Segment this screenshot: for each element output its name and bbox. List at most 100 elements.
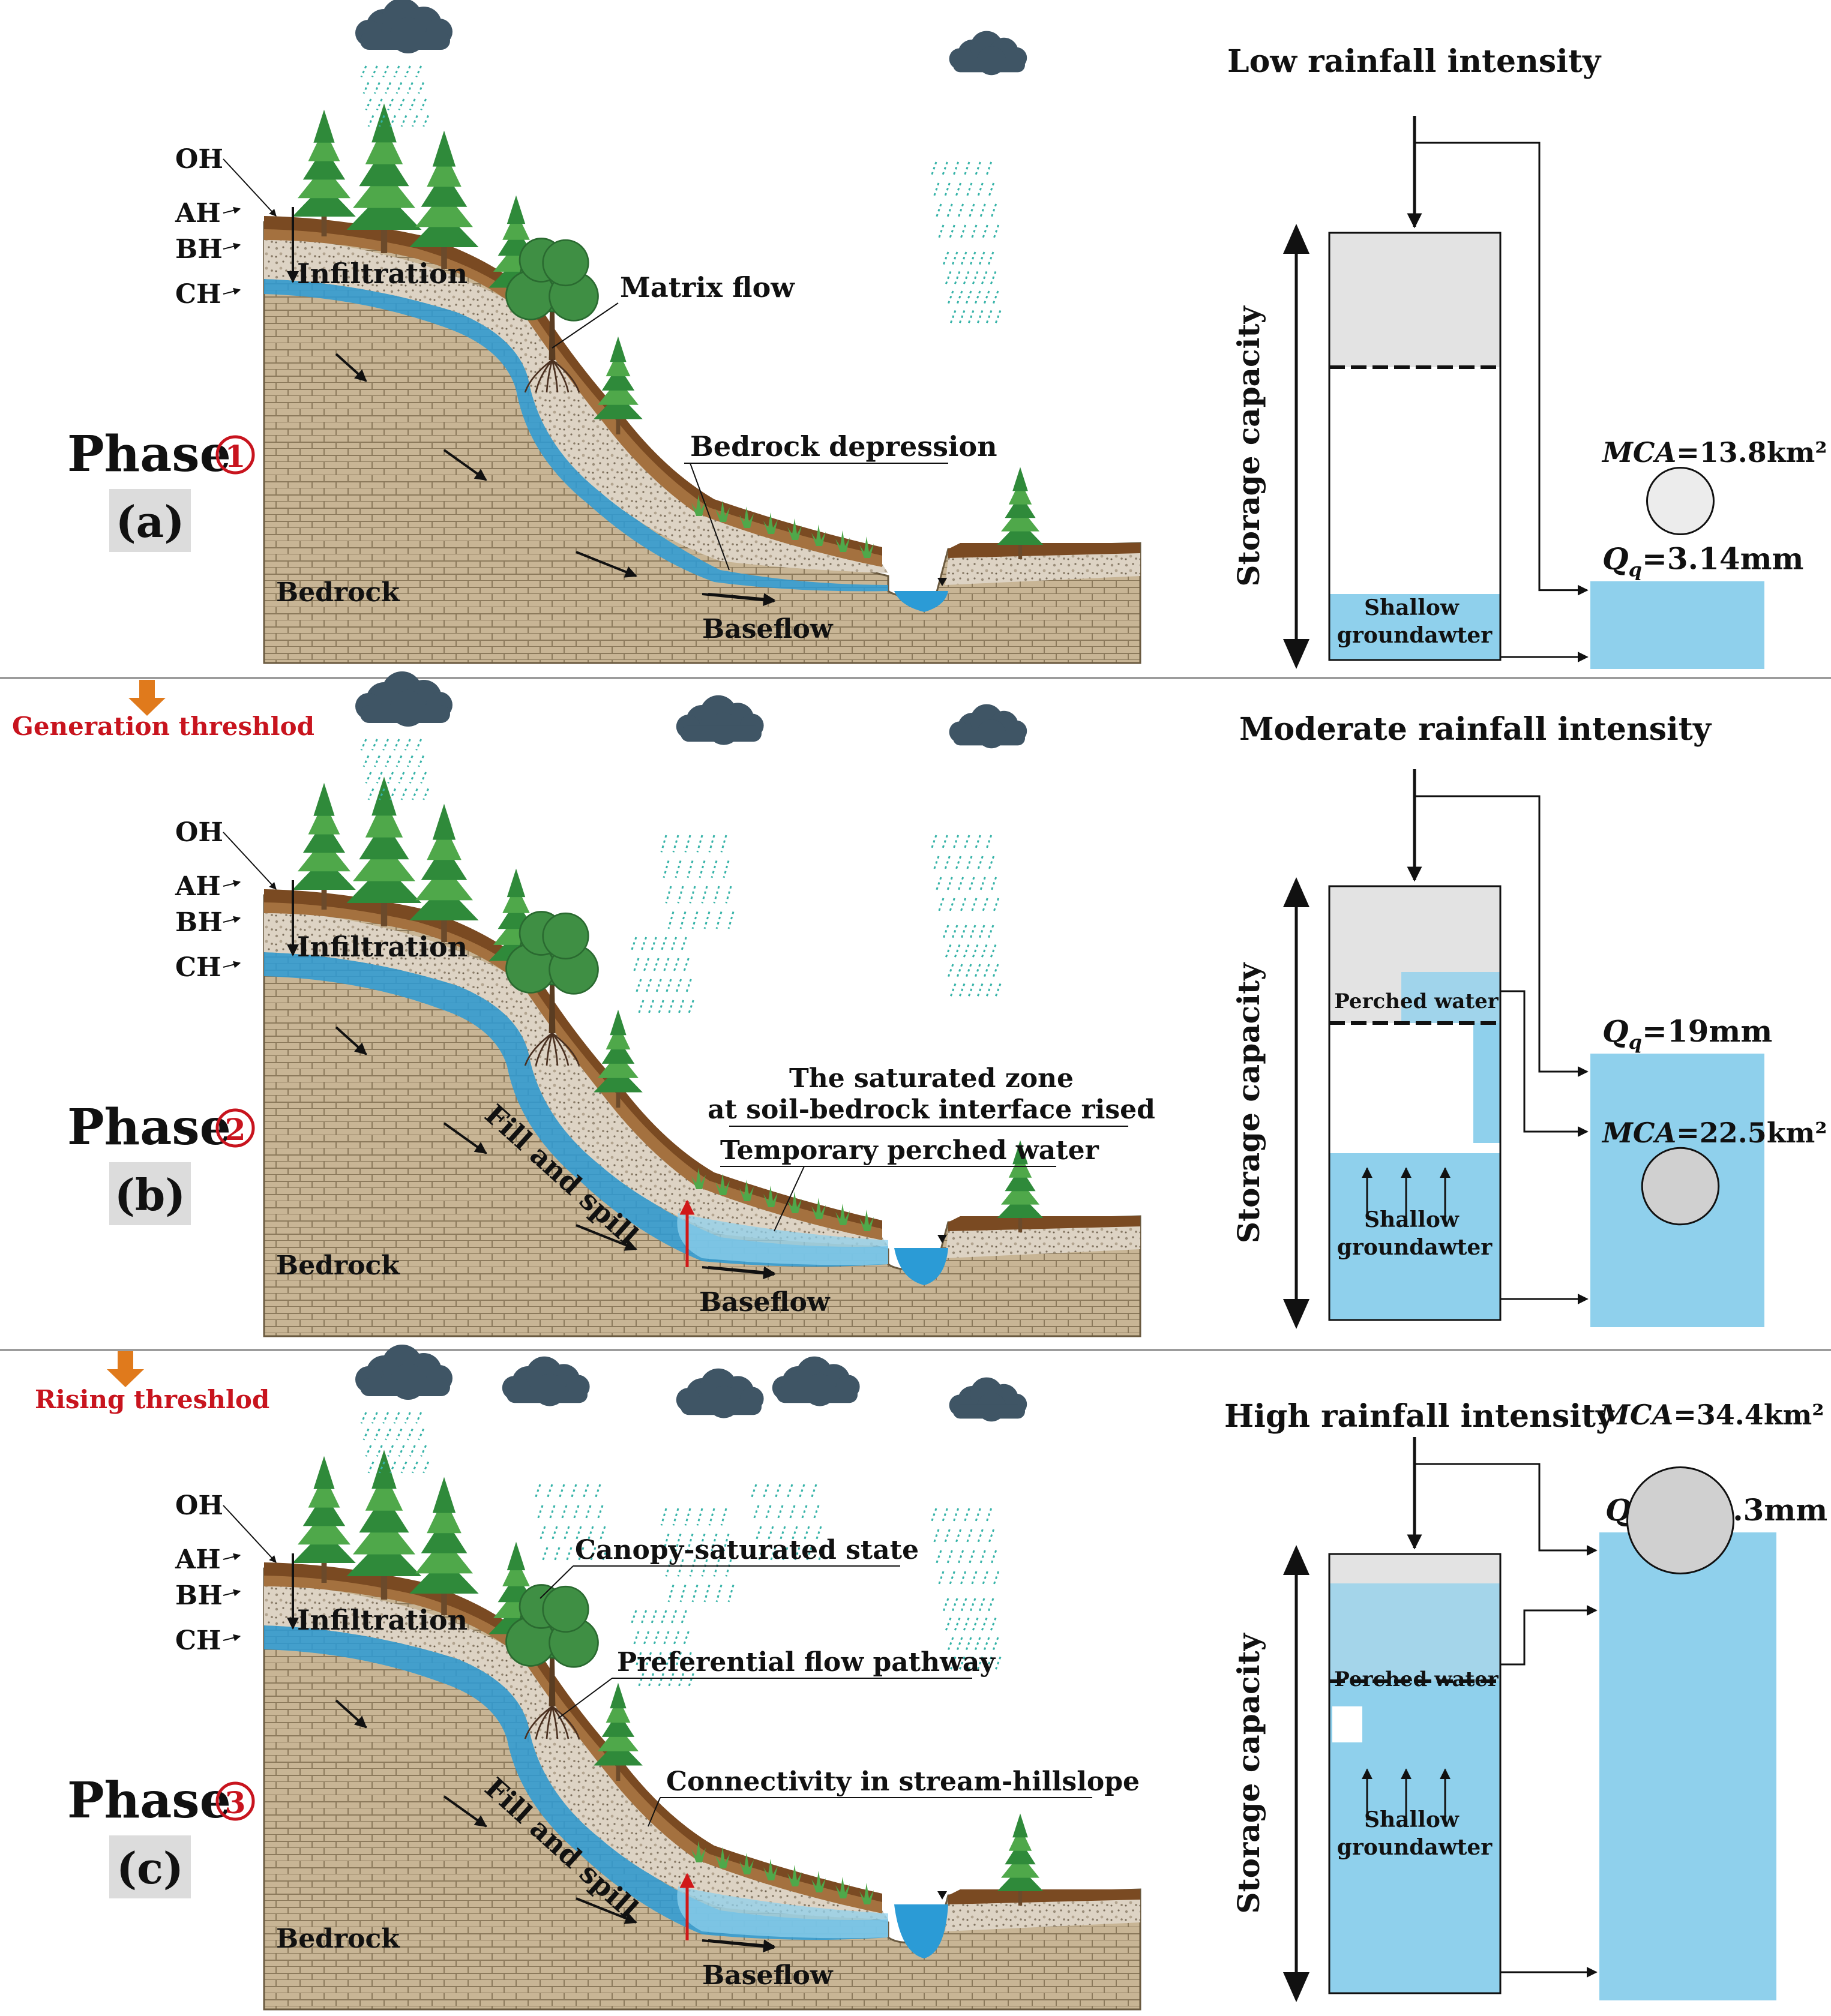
arrow-down-icon bbox=[1283, 1299, 1309, 1329]
tree-root bbox=[552, 1032, 580, 1066]
tree-tier bbox=[365, 1471, 403, 1511]
rain-drop bbox=[967, 310, 975, 324]
rain-drop bbox=[652, 958, 660, 973]
rain-drop bbox=[966, 182, 973, 197]
rain-drop bbox=[988, 1529, 995, 1544]
rain-drop bbox=[420, 1445, 427, 1457]
rainfall-intensity-title: High rainfall intensity bbox=[1224, 1398, 1615, 1435]
rain-icon bbox=[942, 925, 1002, 997]
rain-drop bbox=[978, 925, 985, 939]
rain-drop bbox=[411, 115, 418, 127]
storage-capacity-group: Storage capacity bbox=[1231, 305, 1266, 586]
rain-drop bbox=[955, 856, 962, 871]
rain-drop bbox=[650, 937, 657, 952]
rain-drop bbox=[954, 944, 961, 958]
perched-outflow-path bbox=[1500, 1605, 1598, 1666]
shallow-groundwater-label-2: groundawter bbox=[1337, 623, 1493, 648]
rain-drop bbox=[687, 1673, 694, 1688]
tree-tier bbox=[353, 169, 415, 208]
grass-icon bbox=[811, 524, 826, 546]
rain-drop bbox=[652, 1631, 660, 1646]
baseflow-arrow bbox=[702, 1939, 775, 1953]
rain-drop bbox=[657, 1000, 664, 1015]
horizon-label-oh: OH bbox=[175, 144, 223, 175]
rain-drop bbox=[974, 835, 981, 850]
rain-drop bbox=[680, 937, 687, 952]
arrow-down-icon bbox=[1283, 1972, 1309, 2002]
phase-label: Phase bbox=[67, 1099, 231, 1156]
grass-icon bbox=[739, 1853, 754, 1874]
flow-arrow bbox=[443, 449, 487, 481]
rain-drop bbox=[943, 182, 951, 197]
tree-tier bbox=[353, 1515, 415, 1555]
right-bank-gravel bbox=[945, 553, 1140, 585]
tree-tier bbox=[1012, 1813, 1028, 1838]
rain-drop bbox=[585, 1505, 592, 1520]
tree-tier bbox=[1005, 1840, 1036, 1865]
tree-root bbox=[551, 359, 559, 393]
rain-drop bbox=[949, 983, 957, 997]
tree-tier bbox=[507, 195, 526, 224]
rain-drop bbox=[979, 1550, 986, 1565]
tree-root bbox=[546, 1033, 553, 1066]
cloud-base bbox=[777, 1387, 858, 1403]
rain-drop bbox=[420, 98, 427, 110]
rain-drop bbox=[976, 1529, 984, 1544]
rain-drop bbox=[957, 877, 964, 892]
rain-drop bbox=[968, 877, 975, 892]
rain-icon bbox=[534, 1484, 609, 1562]
q-symbol: Q bbox=[1602, 1013, 1629, 1049]
mca-label: MCA=34.4km² bbox=[1598, 1399, 1824, 1431]
rain-drop bbox=[762, 1484, 769, 1499]
rain-drop bbox=[817, 1547, 825, 1562]
rain-drop bbox=[422, 1461, 430, 1474]
rain-drop bbox=[537, 1505, 544, 1520]
rain-drop bbox=[967, 983, 975, 997]
stream-water bbox=[894, 1904, 948, 1958]
rain-drop bbox=[373, 755, 380, 767]
tree-tier bbox=[1005, 494, 1036, 518]
cloud-icon bbox=[676, 695, 764, 745]
rain-drop bbox=[723, 860, 730, 878]
grass-icon bbox=[739, 1180, 754, 1201]
subsoil-layer bbox=[264, 1583, 888, 1919]
cloud-icon bbox=[355, 1345, 452, 1400]
rain-drop bbox=[685, 979, 692, 994]
rain-drop bbox=[635, 979, 642, 994]
storage-container bbox=[1328, 1553, 1502, 1994]
tree-tier bbox=[610, 1682, 627, 1709]
rain-drop bbox=[575, 1526, 582, 1541]
rising-threshold: Rising threshlod bbox=[35, 1351, 269, 1414]
tree-tier bbox=[1001, 1180, 1039, 1205]
grass-icon bbox=[763, 512, 778, 534]
threshold-arrow-icon bbox=[128, 680, 166, 716]
pine-tree-icon bbox=[346, 1450, 422, 1600]
rain-drop bbox=[558, 1484, 565, 1499]
bedrock-label: Bedrock bbox=[276, 1924, 400, 1954]
tree-tier bbox=[606, 1697, 631, 1723]
tree-tier bbox=[359, 1493, 409, 1533]
rain-drop bbox=[362, 82, 370, 94]
phase-number-badge bbox=[215, 435, 255, 475]
saturated-zone-label-2: at soil-bedrock interface rised bbox=[708, 1094, 1155, 1125]
rain-drop bbox=[786, 1484, 793, 1499]
rain-drop bbox=[967, 1656, 975, 1670]
rain-icon bbox=[942, 251, 1002, 324]
rain-drop bbox=[753, 1505, 760, 1520]
tree-trunk bbox=[549, 1647, 556, 1706]
rain-drop bbox=[943, 856, 951, 871]
rain-drop bbox=[720, 1508, 727, 1526]
pine-tree-icon bbox=[997, 1140, 1044, 1232]
tree-tier bbox=[421, 844, 468, 880]
rain-drop bbox=[715, 911, 723, 929]
rain-drop bbox=[637, 1000, 645, 1015]
rain-icon bbox=[360, 65, 430, 127]
rain-drop bbox=[960, 925, 967, 939]
tree-tier bbox=[502, 1558, 530, 1586]
rain-drop bbox=[945, 944, 952, 958]
rain-drop bbox=[981, 1617, 988, 1631]
grass-icon bbox=[859, 536, 874, 558]
grass-icon bbox=[715, 1847, 730, 1868]
grass-icon bbox=[835, 1877, 850, 1898]
tree-tier bbox=[421, 170, 468, 207]
